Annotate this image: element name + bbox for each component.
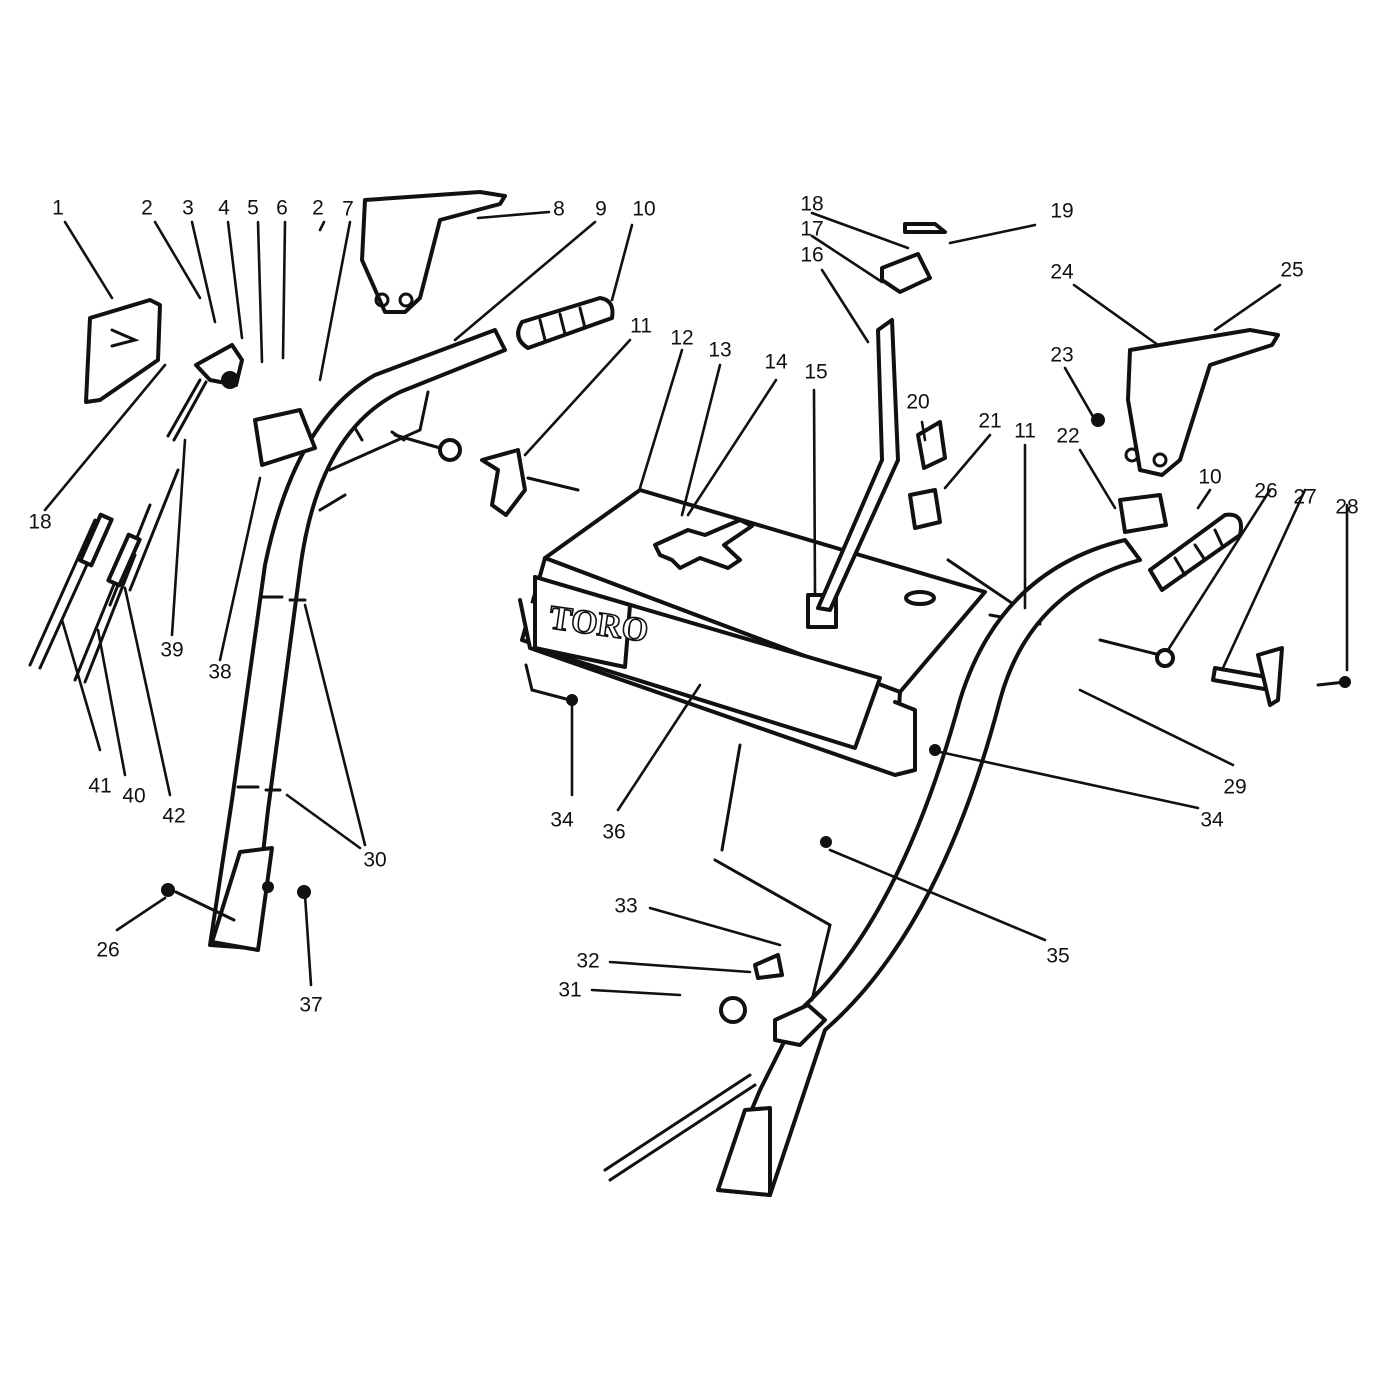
callout-13: 13 xyxy=(708,339,731,362)
callout-18b: 18 xyxy=(28,511,51,534)
leader-lines xyxy=(43,210,1349,997)
callout-30: 30 xyxy=(363,849,386,872)
callout-11b: 11 xyxy=(1014,420,1036,443)
callout-40: 40 xyxy=(122,785,145,808)
callout-35: 35 xyxy=(1046,945,1069,968)
callout-9: 9 xyxy=(595,198,607,221)
callout-3: 3 xyxy=(182,197,194,220)
callout-1: 1 xyxy=(52,197,64,220)
callout-11: 11 xyxy=(630,315,652,338)
console: TORO xyxy=(518,488,1042,777)
callout-32: 32 xyxy=(576,950,599,973)
callout-10: 10 xyxy=(632,198,655,221)
left-lever xyxy=(84,298,162,404)
callout-6: 6 xyxy=(276,197,288,220)
callout-7: 7 xyxy=(342,198,354,221)
callout-41: 41 xyxy=(88,775,111,798)
callout-labels: 1 2 3 4 5 6 2 7 8 9 10 18 17 16 19 24 25… xyxy=(28,193,1358,1017)
left-knob xyxy=(393,433,580,517)
callout-26b: 26 xyxy=(96,939,119,962)
left-plate xyxy=(253,408,317,467)
callout-12: 12 xyxy=(670,327,693,350)
right-hand-bracket xyxy=(1091,328,1280,477)
callout-26: 26 xyxy=(1254,480,1277,503)
callout-20: 20 xyxy=(906,391,929,414)
callout-38: 38 xyxy=(208,661,231,684)
callout-23: 23 xyxy=(1050,344,1073,367)
callout-29: 29 xyxy=(1223,776,1246,799)
callout-27: 27 xyxy=(1293,486,1316,509)
left-hand-bracket xyxy=(360,190,507,314)
callout-17: 17 xyxy=(800,218,823,241)
callout-16: 16 xyxy=(800,244,823,267)
spacer xyxy=(1118,493,1168,534)
callout-36: 36 xyxy=(602,821,625,844)
left-grip xyxy=(516,296,615,350)
callout-28: 28 xyxy=(1335,496,1358,519)
callout-14: 14 xyxy=(764,351,788,374)
callout-34: 34 xyxy=(550,809,574,832)
left-handle xyxy=(161,328,507,952)
callout-2b: 2 xyxy=(312,197,324,220)
left-levers-springs xyxy=(28,343,244,684)
right-handle xyxy=(603,538,1142,1197)
callout-39: 39 xyxy=(160,639,183,662)
callout-5: 5 xyxy=(247,197,259,220)
callout-42: 42 xyxy=(162,805,185,828)
callout-15: 15 xyxy=(804,361,827,384)
callout-18: 18 xyxy=(800,193,823,216)
callout-31: 31 xyxy=(558,979,581,1002)
callout-4: 4 xyxy=(218,197,230,220)
callout-10b: 10 xyxy=(1198,466,1221,489)
callout-34b: 34 xyxy=(1200,809,1224,832)
callout-25: 25 xyxy=(1280,259,1303,282)
callout-24: 24 xyxy=(1050,261,1074,284)
callout-19: 19 xyxy=(1050,200,1073,223)
lower-hardware xyxy=(524,663,941,1024)
callout-37: 37 xyxy=(299,994,322,1017)
key-and-switch xyxy=(908,420,947,530)
callout-33: 33 xyxy=(614,895,637,918)
callout-21: 21 xyxy=(978,410,1001,433)
callout-8: 8 xyxy=(553,198,565,221)
callout-22: 22 xyxy=(1056,425,1079,448)
shift-lever xyxy=(816,222,947,612)
right-hardware xyxy=(1098,638,1351,707)
callout-2: 2 xyxy=(141,197,153,220)
